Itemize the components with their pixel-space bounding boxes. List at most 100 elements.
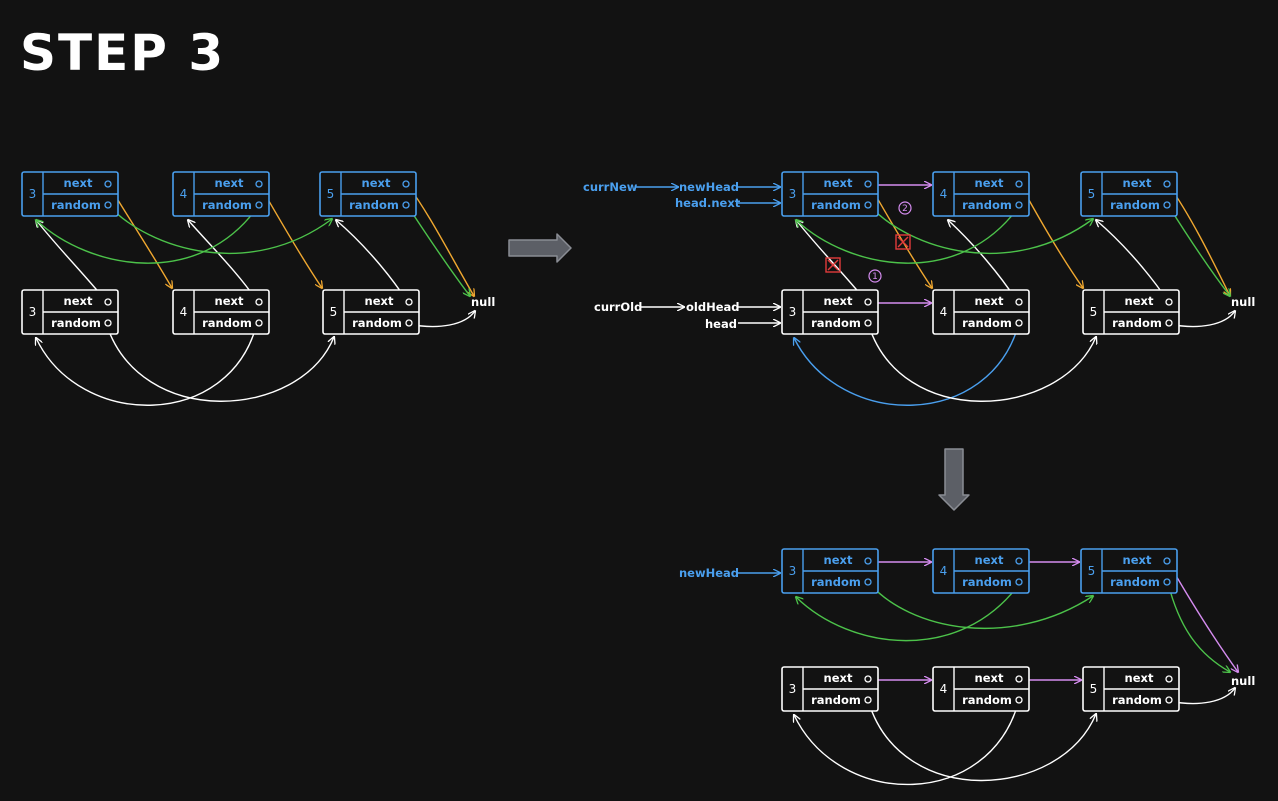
- random-pointer-dot: [1015, 201, 1023, 209]
- white-old5-new5: [336, 220, 408, 302]
- list-node-a-new-5: 5 next random: [319, 171, 417, 217]
- green-c-random-4: [796, 582, 1021, 642]
- list-node-b-new-3: 3 next random: [781, 171, 879, 217]
- removed-link-cross-icon: [825, 257, 841, 273]
- random-field-label: random: [51, 198, 101, 212]
- node-value: 3: [789, 187, 797, 201]
- green-b-random-4: [796, 204, 1021, 264]
- next-field-label: next: [1123, 553, 1152, 567]
- node-value: 3: [29, 305, 37, 319]
- newhead-label: newHead: [679, 180, 739, 194]
- currold-label: currOld: [594, 300, 642, 314]
- oldhead-label: oldHead: [686, 300, 740, 314]
- head-next-label: head.next: [675, 196, 741, 210]
- next-pointer-dot: [1165, 298, 1173, 306]
- next-pointer-dot: [104, 298, 112, 306]
- transition-arrow-down: [938, 448, 970, 511]
- random-pointer-dot: [1015, 319, 1023, 327]
- white-c-old-random-4: [794, 699, 1020, 786]
- node-value: 4: [940, 682, 948, 696]
- random-field-label: random: [352, 316, 402, 330]
- next-field-label: next: [64, 176, 93, 190]
- next-pointer-dot: [405, 298, 413, 306]
- random-field-label: random: [202, 316, 252, 330]
- node-value: 4: [940, 187, 948, 201]
- white-b-old-random-3: [867, 322, 1096, 402]
- node-value: 5: [327, 187, 335, 201]
- next-field-label: next: [1125, 671, 1154, 685]
- random-field-label: random: [349, 198, 399, 212]
- green-c-random-5: [1167, 582, 1230, 672]
- node-value: 3: [789, 305, 797, 319]
- node-value: 4: [180, 187, 188, 201]
- random-field-label: random: [962, 575, 1012, 589]
- random-field-label: random: [811, 198, 861, 212]
- svg-text:2: 2: [902, 204, 908, 214]
- random-pointer-dot: [864, 578, 872, 586]
- next-field-label: next: [365, 294, 394, 308]
- random-field-label: random: [51, 316, 101, 330]
- list-node-c-new-4: 4 next random: [932, 548, 1030, 594]
- list-node-c-new-5: 5 next random: [1080, 548, 1178, 594]
- random-pointer-dot: [1015, 696, 1023, 704]
- next-pointer-dot: [402, 180, 410, 188]
- next-field-label: next: [824, 176, 853, 190]
- next-field-label: next: [1123, 176, 1152, 190]
- step-title: STEP 3: [20, 24, 225, 82]
- node-value: 5: [330, 305, 338, 319]
- random-field-label: random: [811, 693, 861, 707]
- step-marker-2: 2: [898, 201, 912, 215]
- next-field-label: next: [1125, 294, 1154, 308]
- head-label: head: [705, 317, 737, 331]
- node-layer: 3nextrandom4nextrandom5nextrandom3nextra…: [21, 171, 1180, 712]
- random-pointer-dot: [104, 319, 112, 327]
- next-pointer-dot: [864, 298, 872, 306]
- node-value: 3: [789, 564, 797, 578]
- next-pointer-dot: [1015, 298, 1023, 306]
- null-label-c: null: [1231, 674, 1255, 688]
- random-field-label: random: [1110, 575, 1160, 589]
- node-value: 4: [940, 564, 948, 578]
- white-a-old-random-3: [105, 322, 334, 402]
- next-pointer-dot: [864, 675, 872, 683]
- next-field-label: next: [975, 553, 1004, 567]
- random-pointer-dot: [864, 201, 872, 209]
- random-field-label: random: [202, 198, 252, 212]
- next-field-label: next: [362, 176, 391, 190]
- next-field-label: next: [975, 671, 1004, 685]
- white-old3-new3: [36, 220, 107, 302]
- pointer-label-layer: currNew newHead head.next currOld oldHead hea…: [471, 180, 1255, 688]
- arrow-layer: [36, 183, 1238, 786]
- green-c-random-3: [868, 582, 1093, 630]
- random-field-label: random: [811, 316, 861, 330]
- random-pointer-dot: [1163, 201, 1171, 209]
- random-field-label: random: [1110, 198, 1160, 212]
- next-pointer-dot: [1163, 180, 1171, 188]
- random-field-label: random: [962, 316, 1012, 330]
- next-pointer-dot: [1015, 180, 1023, 188]
- next-pointer-dot: [1163, 557, 1171, 565]
- removed-link-cross-icon: [895, 234, 911, 250]
- random-pointer-dot: [1165, 696, 1173, 704]
- purple-c-new-next-5: [1167, 561, 1238, 672]
- next-field-label: next: [824, 671, 853, 685]
- list-node-c-old-4: 4 next random: [932, 666, 1030, 712]
- random-pointer-dot: [402, 201, 410, 209]
- random-field-label: random: [962, 693, 1012, 707]
- null-label-b: null: [1231, 295, 1255, 309]
- orange-arrow-5: [406, 183, 474, 296]
- green-a-random-5: [406, 204, 470, 296]
- node-value: 5: [1088, 564, 1096, 578]
- random-pointer-dot: [1165, 319, 1173, 327]
- currnew-label: currNew: [583, 180, 638, 194]
- random-field-label: random: [1112, 693, 1162, 707]
- green-a-random-4: [36, 204, 260, 264]
- random-field-label: random: [962, 198, 1012, 212]
